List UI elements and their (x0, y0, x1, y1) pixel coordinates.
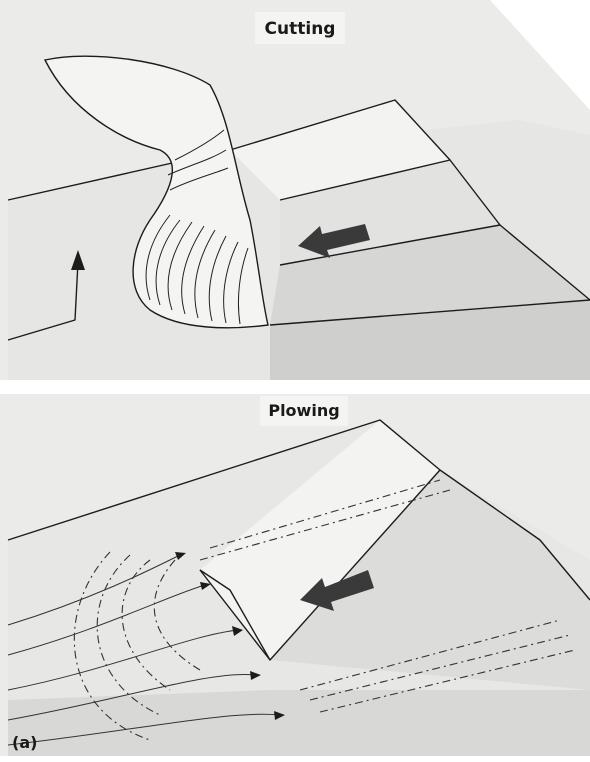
cutting-title: Cutting (265, 19, 336, 39)
plowing-title: Plowing (268, 401, 339, 420)
plowing-panel: Plowing (a) (0, 394, 590, 756)
cutting-panel: Cutting (0, 0, 590, 380)
panel-divider (0, 380, 590, 394)
panel-label: (a) (12, 733, 37, 752)
plow-front-low (8, 690, 590, 756)
